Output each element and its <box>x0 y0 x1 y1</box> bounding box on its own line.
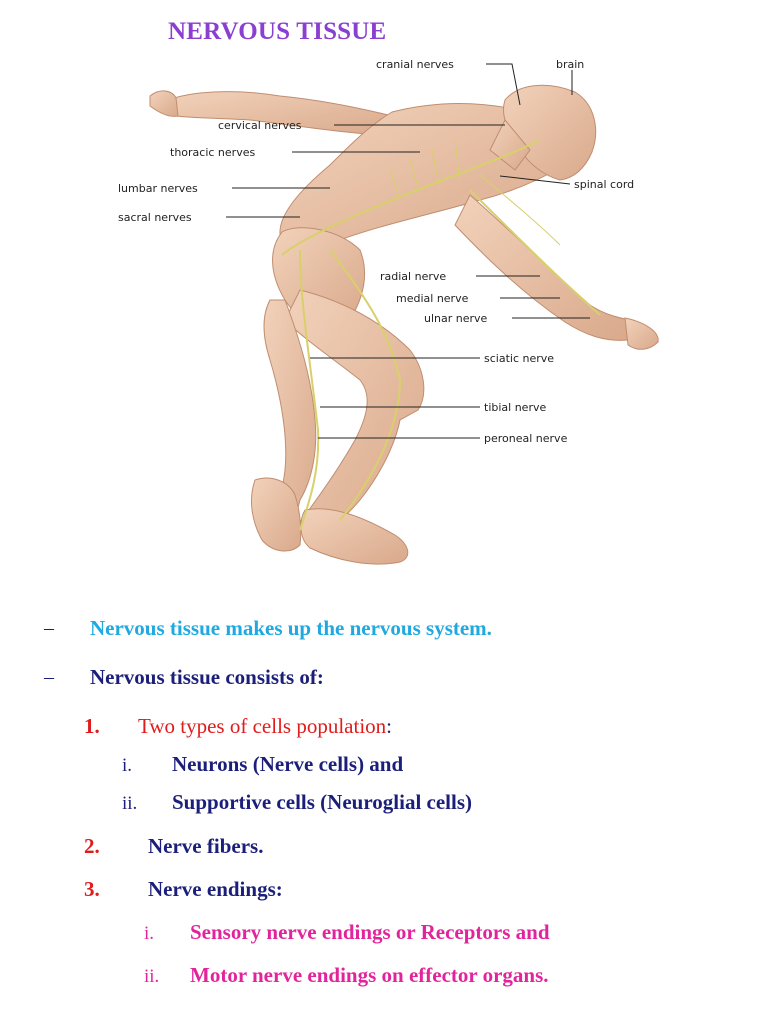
label-thoracic-nerves: thoracic nerves <box>170 146 255 159</box>
label-brain: brain <box>556 58 584 71</box>
nerve-network <box>281 139 601 531</box>
roman-numeral-i: i. <box>144 923 155 944</box>
label-sciatic-nerve: sciatic nerve <box>484 352 554 365</box>
page-title: NERVOUS TISSUE <box>168 18 387 45</box>
roman-numeral-ii: ii. <box>122 793 138 814</box>
bullet-nervous-tissue-consists: Nervous tissue consists of: <box>90 665 324 689</box>
bullet-dash: – <box>44 666 54 688</box>
item-motor-nerve-endings: Motor nerve endings on effector organs. <box>190 963 549 987</box>
roman-numeral-i: i. <box>122 755 133 776</box>
human-body-illustration <box>149 84 659 565</box>
item-nerve-endings: Nerve endings: <box>148 877 283 901</box>
label-radial-nerve: radial nerve <box>380 270 446 283</box>
label-ulnar-nerve: ulnar nerve <box>424 312 488 325</box>
item-number-3: 3. <box>84 877 100 901</box>
label-peroneal-nerve: peroneal nerve <box>484 432 568 445</box>
label-cervical-nerves: cervical nerves <box>218 119 302 132</box>
item-sensory-nerve-endings: Sensory nerve endings or Receptors and <box>190 920 550 944</box>
label-spinal-cord: spinal cord <box>574 178 634 191</box>
item-two-types-text: Two types of cells population <box>138 714 387 738</box>
item-two-types: Two types of cells population: <box>138 714 392 739</box>
roman-numeral-ii: ii. <box>144 966 160 987</box>
item-two-types-colon: : <box>386 714 392 738</box>
item-supportive-cells: Supportive cells (Neuroglial cells) <box>172 790 472 814</box>
bullet-nervous-tissue-makes-up: Nervous tissue makes up the nervous syst… <box>90 616 492 640</box>
item-nerve-fibers: Nerve fibers. <box>148 834 264 858</box>
item-number-1: 1. <box>84 714 100 738</box>
label-leader-lines <box>226 63 590 439</box>
label-sacral-nerves: sacral nerves <box>118 211 192 224</box>
label-medial-nerve: medial nerve <box>396 292 469 305</box>
item-number-2: 2. <box>84 834 100 858</box>
label-tibial-nerve: tibial nerve <box>484 401 546 414</box>
label-cranial-nerves: cranial nerves <box>376 58 454 71</box>
bullet-dash: – <box>44 617 54 639</box>
label-lumbar-nerves: lumbar nerves <box>118 182 198 195</box>
item-neurons: Neurons (Nerve cells) and <box>172 752 404 776</box>
nervous-system-figure: cranial nerves brain cervical nerves tho… <box>118 58 659 565</box>
